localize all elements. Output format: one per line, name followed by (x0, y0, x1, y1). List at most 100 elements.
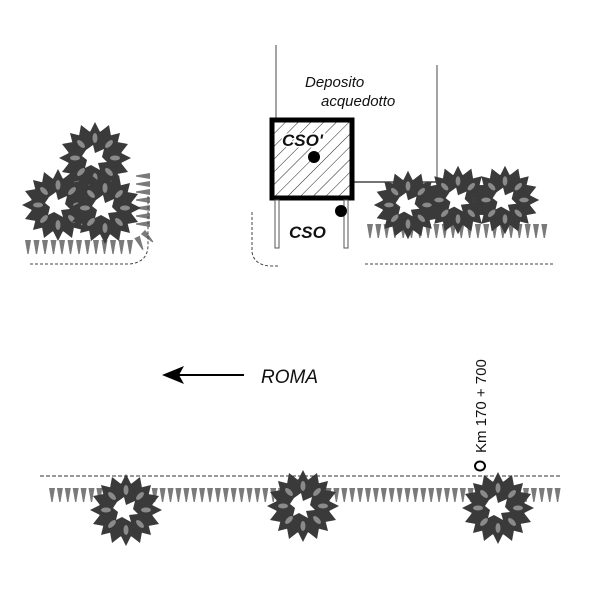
hedge-spike (365, 488, 371, 502)
hedge-spike (238, 488, 245, 502)
hedge-spike (541, 224, 548, 238)
reservoir-leg-left (274, 199, 280, 249)
left-hedge-column (136, 173, 150, 227)
reservoir-boundary-dashed (251, 212, 278, 267)
hedge-spike (459, 488, 466, 502)
hedge-spike (380, 488, 387, 502)
kilometre-marker: Km 170 + 700 (473, 359, 490, 472)
cso-point (335, 205, 347, 217)
hedge-spike (436, 488, 443, 502)
hedge-spike (450, 224, 456, 238)
hedge-spike (533, 224, 539, 238)
hedge-spike (56, 488, 63, 502)
hedge-spike (357, 488, 364, 502)
hedge-spike (167, 488, 174, 502)
hedge-spike (183, 488, 190, 502)
hedge-spike (136, 173, 150, 179)
hedge-spike (136, 189, 150, 195)
hedge-spike (50, 240, 57, 254)
hedge-spike (262, 488, 269, 502)
hedge-spike (93, 240, 99, 254)
hedge-spike (64, 488, 71, 502)
left-hedge-row (25, 229, 154, 254)
arrow-left-icon (162, 366, 184, 384)
right-tree-cluster (365, 165, 555, 265)
hedge-spike (175, 488, 182, 502)
hedge-spike (88, 488, 95, 502)
hedge-spike (404, 488, 411, 502)
hedge-spike (246, 488, 253, 502)
hedge-spike (444, 488, 450, 502)
tree-crown (470, 165, 540, 235)
hedge-spike (127, 240, 133, 254)
hedge-spike (451, 488, 458, 502)
hedge-spike (136, 221, 150, 227)
reservoir-leg-right (343, 199, 349, 249)
hedge-spike (530, 488, 537, 502)
hedge-spike (140, 229, 154, 243)
hedge-spike (76, 240, 82, 254)
hedge-spike (372, 488, 379, 502)
hedge-spike (388, 488, 395, 502)
cso-prime-label: CSO' (282, 131, 324, 150)
left-boundary-dashed (30, 195, 149, 265)
roadside-tree (462, 472, 534, 544)
km-marker-label: Km 170 + 700 (473, 359, 490, 453)
direction-to-roma: ROMA (162, 366, 318, 388)
tree-crown (373, 170, 443, 240)
hedge-spike (433, 224, 440, 238)
road-edge (40, 470, 561, 546)
hedge-spike (554, 488, 561, 502)
hedge-spike (483, 224, 490, 238)
hedge-spike (546, 488, 553, 502)
hedge-spike (59, 240, 65, 254)
hedge-spike (508, 224, 515, 238)
hedge-spike (191, 488, 198, 502)
km-marker-point (474, 460, 486, 472)
hedge-spike (349, 488, 356, 502)
hedge-spike (136, 213, 150, 219)
hedge-spike (538, 488, 545, 502)
reservoir-group: Deposito acquedotto CSO' CSO (251, 45, 438, 267)
hedge-spike (84, 240, 91, 254)
hedge-spike (72, 488, 79, 502)
hedge-spike (375, 224, 382, 238)
roadside-tree (267, 470, 339, 542)
hedge-spike (25, 240, 31, 254)
hedge-spike (199, 488, 206, 502)
roma-label: ROMA (261, 367, 318, 388)
hedge-spike (159, 488, 166, 502)
hedge-spike (524, 224, 531, 238)
hedge-spike (333, 488, 340, 502)
hedge-spike (420, 488, 427, 502)
hedge-spike (367, 224, 373, 238)
hedge-spike (151, 488, 158, 502)
hedge-spike (49, 488, 55, 502)
cso-label: CSO (289, 223, 326, 242)
hedge-spike (222, 488, 229, 502)
hedge-spike (118, 240, 125, 254)
hedge-spike (136, 197, 150, 203)
hedge-spike (42, 240, 48, 254)
deposito-label-line2: acquedotto (321, 93, 395, 110)
hedge-spike (254, 488, 261, 502)
hedge-spike (207, 488, 213, 502)
hedge-spike (341, 488, 348, 502)
deposito-label-line1: Deposito (305, 74, 364, 91)
hedge-spike (67, 240, 74, 254)
hedge-spike (136, 181, 150, 187)
hedge-spike (412, 488, 419, 502)
hedge-spike (136, 205, 150, 211)
hedge-spike (396, 488, 403, 502)
hedge-spike (230, 488, 237, 502)
cso-prime-point (308, 151, 320, 163)
hedge-spike (214, 488, 221, 502)
hedge-spike (80, 488, 87, 502)
left-tree-cluster (22, 122, 154, 265)
roadside-tree (90, 474, 162, 546)
hedge-spike (110, 240, 116, 254)
hedge-spike (33, 240, 40, 254)
hedge-spike (474, 224, 481, 238)
